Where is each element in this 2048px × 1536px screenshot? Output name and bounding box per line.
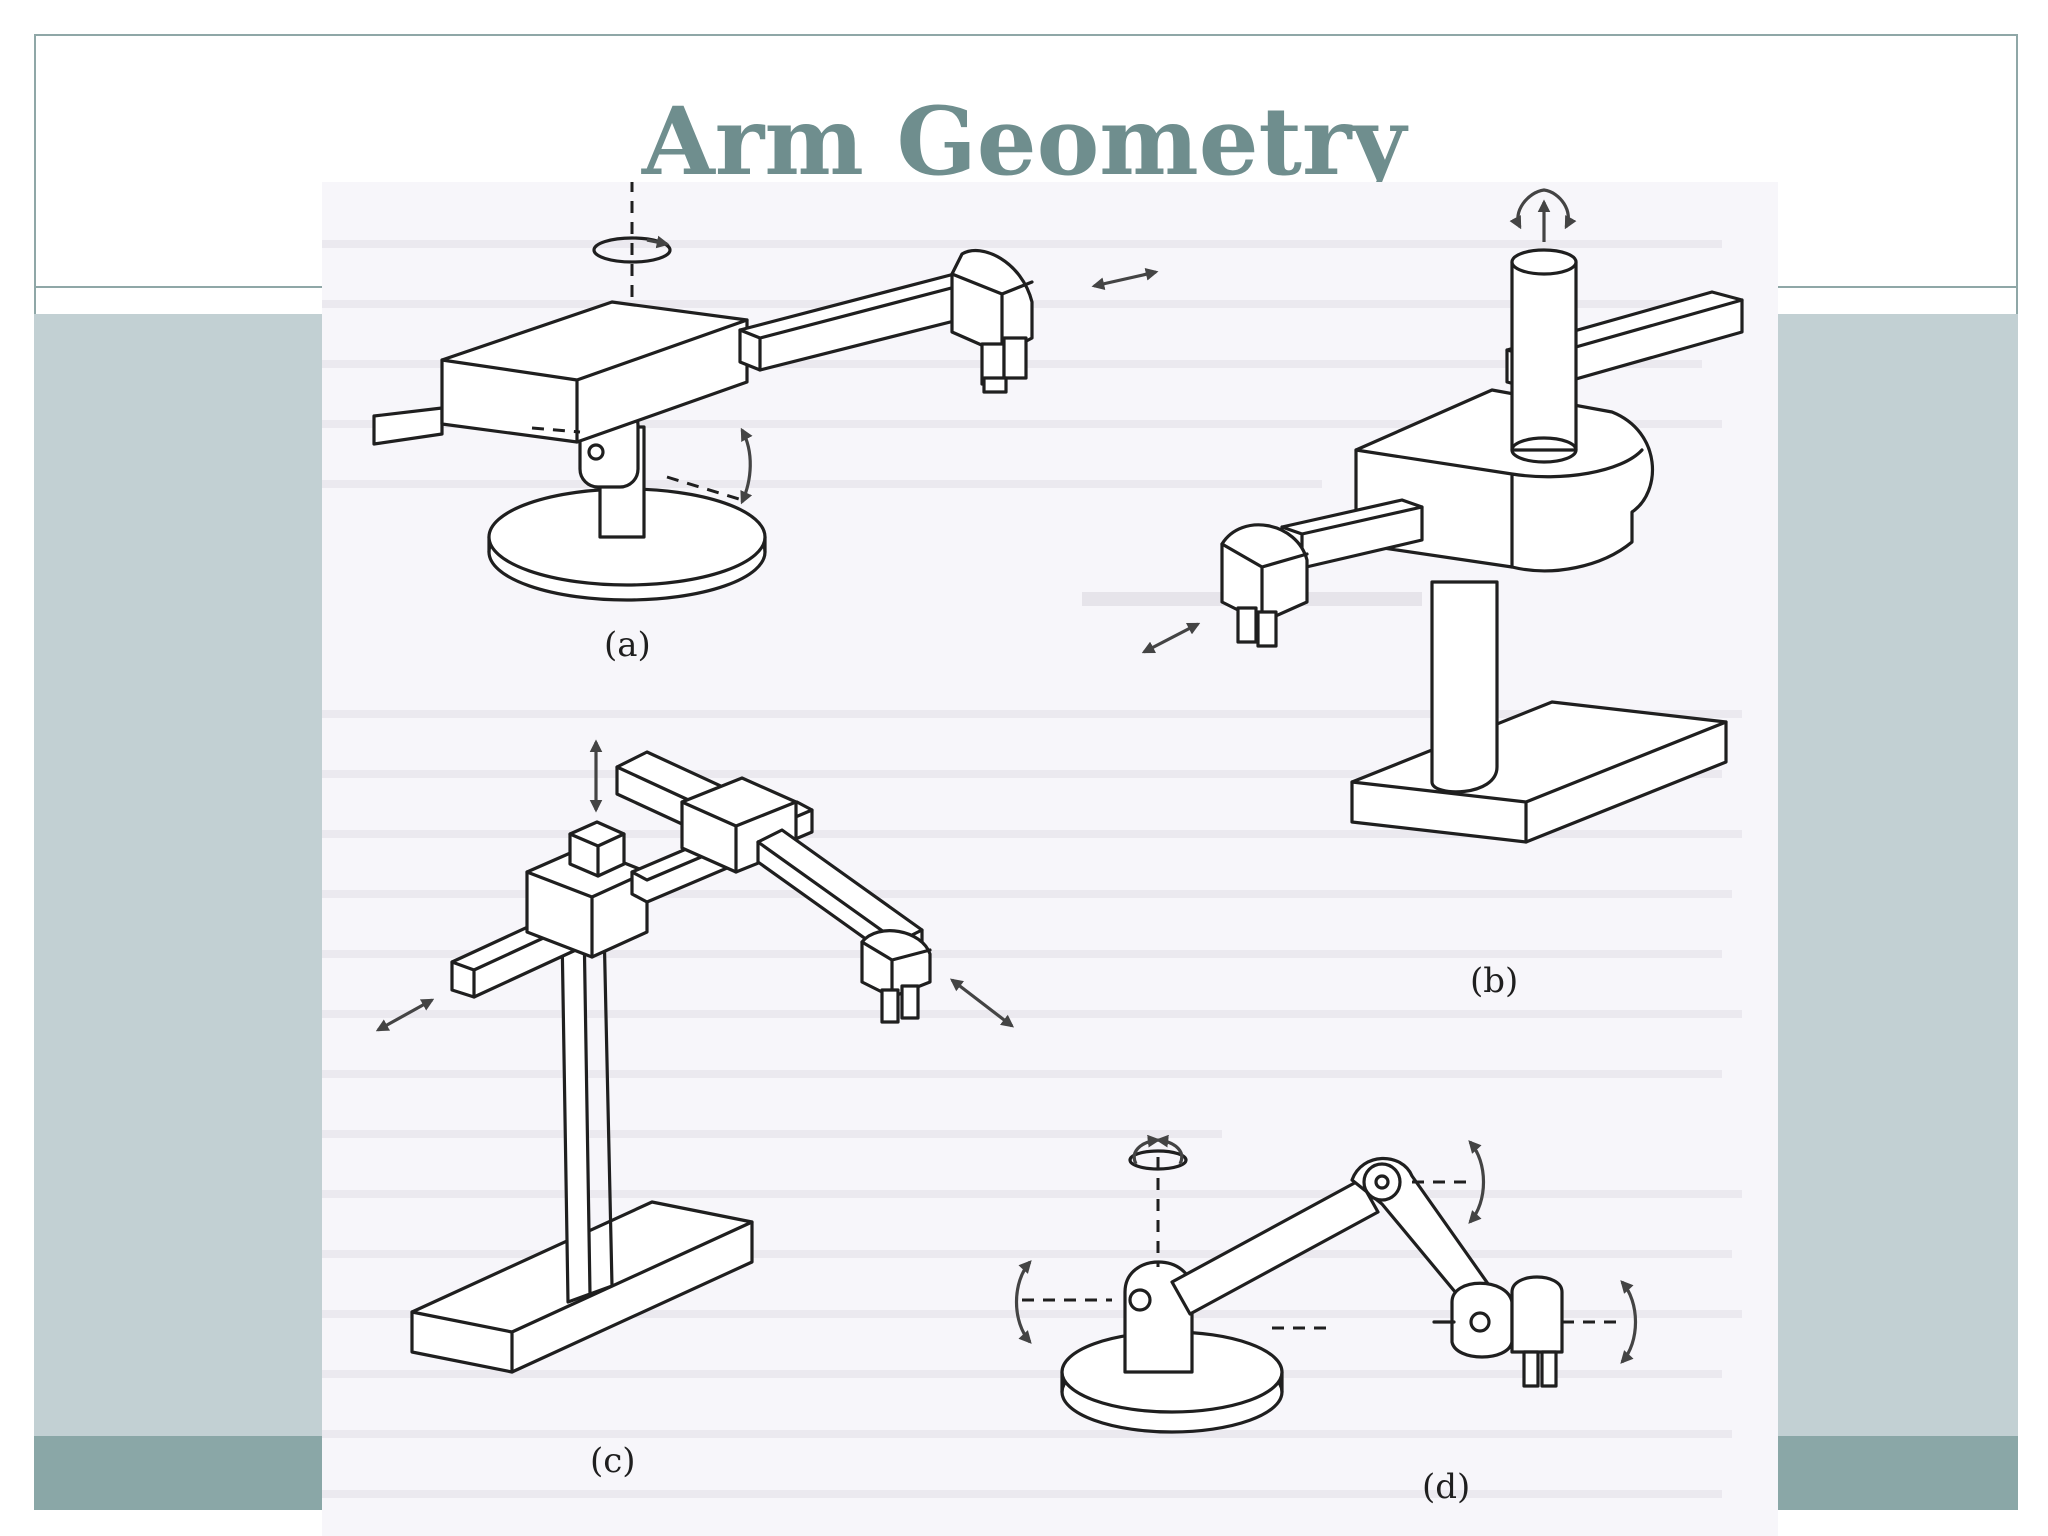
diagram-b-cylindrical-arm: (b)	[1141, 188, 1744, 1001]
scanned-figure: (a)	[322, 182, 1778, 1536]
diagram-c-cartesian-arm: (c)	[375, 739, 1015, 1481]
diagram-label-b: (b)	[1470, 961, 1518, 1001]
diagram-a-polar-arm: (a)	[372, 182, 1159, 665]
diagram-d-articulated-arm: (d)	[1014, 1134, 1638, 1507]
diagram-label-d: (d)	[1422, 1467, 1470, 1507]
slide-title: Arm Geometry	[641, 92, 1407, 192]
diagram-label-c: (c)	[590, 1441, 636, 1481]
robot-arm-configurations-figure: (a)	[322, 182, 1744, 1507]
diagram-label-a: (a)	[604, 625, 651, 665]
